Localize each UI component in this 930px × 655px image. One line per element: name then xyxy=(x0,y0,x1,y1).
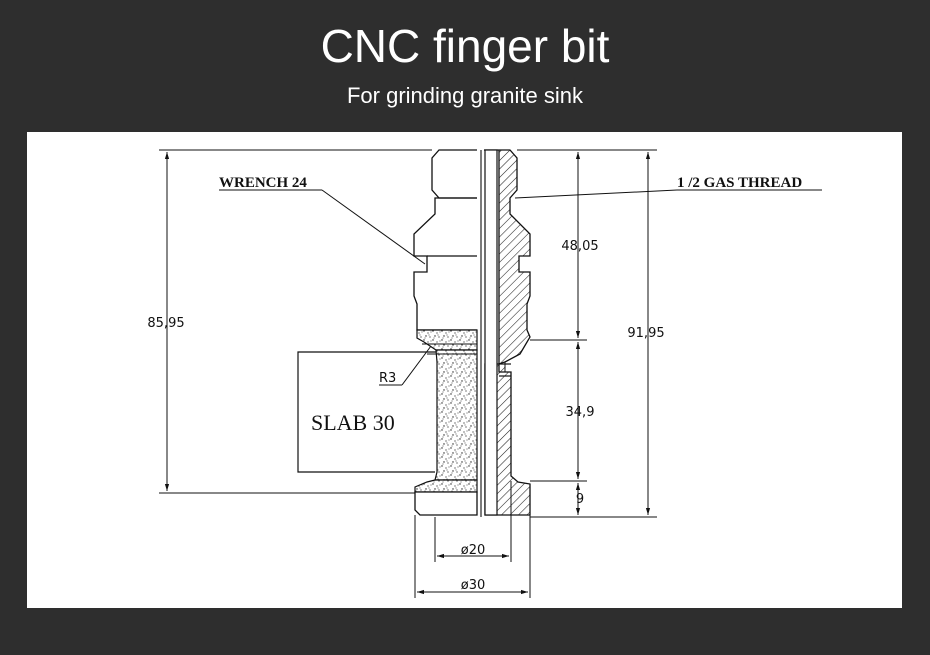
dim-overall-left-value: 85,95 xyxy=(147,316,184,331)
technical-drawing-panel: 85,95 48,05 34,9 9 91,95 ø20 ø30 SLAB 30… xyxy=(27,132,902,608)
dim-overall-right-value: 91,95 xyxy=(627,326,664,341)
thread-label: 1 /2 GAS THREAD xyxy=(677,175,802,191)
wrench-label: WRENCH 24 xyxy=(219,175,307,191)
slab-label: SLAB 30 xyxy=(311,410,395,435)
internal-lines xyxy=(422,150,482,517)
dim-overall-left xyxy=(159,149,432,494)
bit-body-outline xyxy=(413,149,477,331)
wrench-leader xyxy=(219,189,426,265)
dim-upper-value: 48,05 xyxy=(561,239,598,254)
dim-lower-value: 9 xyxy=(576,492,584,507)
dim-diameter-lines xyxy=(414,481,531,598)
radius-leader xyxy=(379,345,432,386)
page-subtitle: For grinding granite sink xyxy=(346,83,583,108)
page-title: CNC finger bit xyxy=(320,20,610,72)
dim-middle-value: 34,9 xyxy=(566,405,595,420)
section-cut-hatch xyxy=(484,149,531,516)
radius-label: R3 xyxy=(379,371,396,386)
dim-right-lines xyxy=(517,149,657,518)
thread-leader xyxy=(514,189,822,199)
finger-bit-drawing: 85,95 48,05 34,9 9 91,95 ø20 ø30 SLAB 30… xyxy=(147,149,822,598)
dim-diameter-inner-value: ø20 xyxy=(461,543,486,558)
slab-outline xyxy=(297,351,436,473)
abrasive-coating xyxy=(414,329,478,493)
bottom-flange-left xyxy=(414,491,478,516)
dim-diameter-outer-value: ø30 xyxy=(461,578,486,593)
